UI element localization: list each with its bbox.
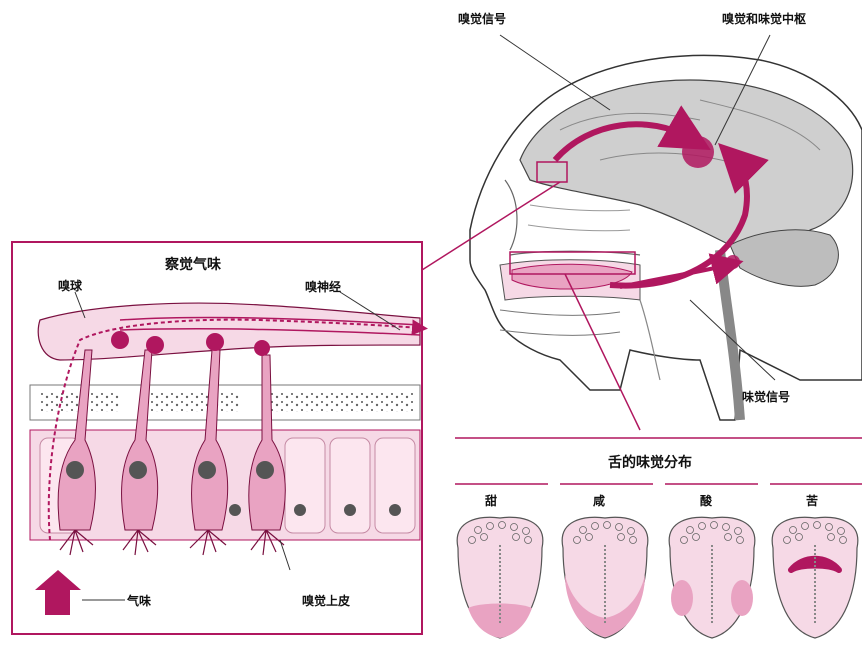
olfactory-nerve-label: 嗅神经: [305, 278, 341, 295]
inset-title: 察觉气味: [165, 254, 221, 274]
taste-label-sour: 酸: [700, 492, 712, 509]
tongue-sweet: [457, 517, 543, 638]
olfactory-bulb-label: 嗅球: [58, 277, 82, 294]
taste-label-bitter: 苦: [806, 492, 818, 509]
taste-label-salty: 咸: [593, 492, 605, 509]
olfactory-signal-label: 嗅觉信号: [458, 10, 506, 27]
tongue-sour: [669, 517, 755, 638]
taste-label-sweet: 甜: [485, 492, 497, 509]
tongue-bitter: [772, 517, 858, 638]
olfactory-taste-center-label: 嗅觉和味觉中枢: [722, 10, 806, 27]
odor-label: 气味: [127, 592, 151, 609]
head-illustration: [422, 35, 862, 430]
tongue-diagrams: [457, 517, 858, 638]
tongue-map-title: 舌的味觉分布: [608, 452, 692, 472]
tongue-salty: [562, 517, 648, 638]
olfactory-epithelium-label: 嗅觉上皮: [302, 592, 350, 609]
olfaction-inset: [12, 242, 422, 634]
taste-signal-label: 味觉信号: [742, 388, 790, 405]
